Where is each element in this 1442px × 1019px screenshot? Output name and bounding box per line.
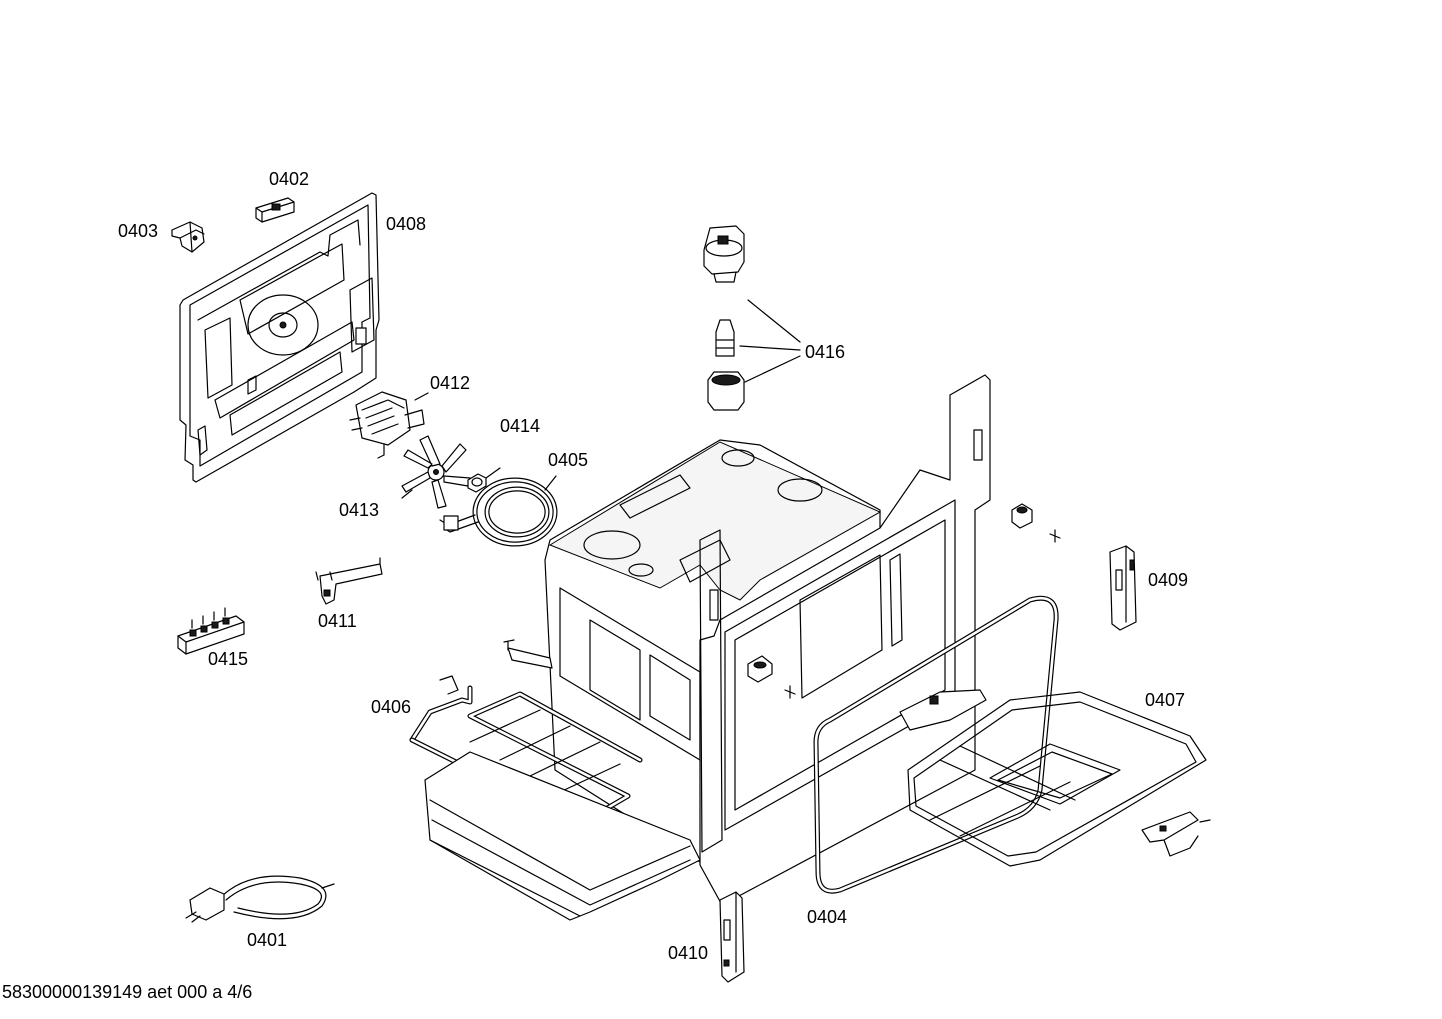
fan-blade-0413 [401,435,471,509]
hinge-0410 [719,891,745,983]
label-0408: 0408 [386,214,427,234]
hinge-0409 [1109,545,1137,631]
part-cavity-bracket [503,639,553,669]
bush-right [1011,503,1061,543]
door-gasket-0404 [813,595,1059,894]
label-0406: 0406 [371,697,412,717]
part-0414 [467,467,501,493]
knob-frame [747,655,796,699]
label-0407: 0407 [1145,690,1186,710]
power-cord-0401 [185,875,335,923]
label-0411: 0411 [318,611,357,631]
label-0405: 0405 [548,450,589,470]
back-panel-0408 [179,192,380,483]
label-0413: 0413 [339,500,380,520]
label-0414: 0414 [500,416,541,436]
fan-motor-0412 [349,391,429,459]
part-0403 [171,221,205,253]
label-0410: 0410 [668,943,709,963]
document-id-footer: 58300000139149 aet 000 a 4/6 [2,982,253,1002]
label-0403: 0403 [118,221,159,241]
rack-clip [1141,811,1211,857]
lamp-assembly-0416 [703,225,801,411]
shelf-rack-0407 [899,689,1207,867]
label-0415: 0415 [208,649,249,669]
insulation-pads [424,751,701,921]
label-0404: 0404 [807,907,848,927]
part-0402 [255,197,295,223]
ring-heater-0405 [439,475,558,547]
label-0409: 0409 [1148,570,1189,590]
label-0401: 0401 [247,930,288,950]
label-0412: 0412 [430,373,471,393]
part-0411 [315,557,383,605]
terminal-block-0415 [177,607,245,655]
label-0416: 0416 [805,342,846,362]
label-0402: 0402 [269,169,310,189]
